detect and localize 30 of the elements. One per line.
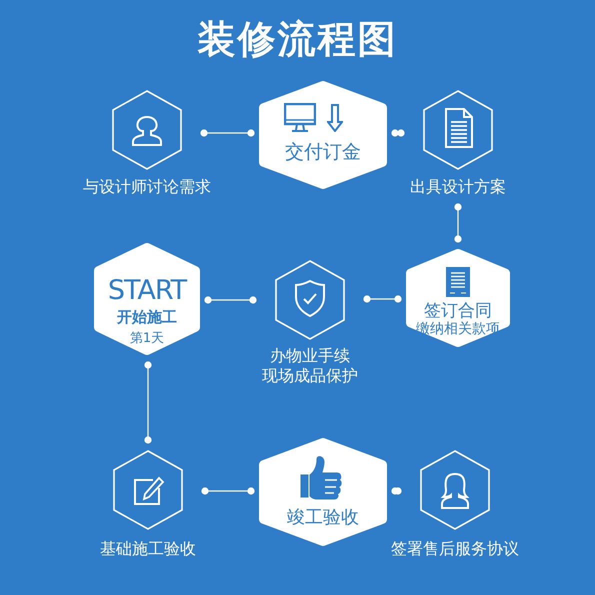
connector-line	[201, 487, 255, 495]
step-label: 签署售后服务协议	[390, 541, 520, 557]
step-label: 签订合同	[423, 302, 493, 320]
step-hexagon	[406, 249, 510, 347]
step-label: 出具设计方案	[409, 179, 507, 195]
step-label: START	[106, 276, 188, 304]
step-node	[82, 90, 212, 197]
connector-line	[144, 361, 152, 444]
step-hexagon	[94, 243, 200, 355]
connector-line	[454, 203, 462, 243]
step-label: 交付订金	[284, 142, 362, 162]
step-label: 基础施工验收	[99, 541, 197, 557]
step-hexagon	[259, 81, 387, 189]
step-node	[390, 450, 520, 559]
step-subtitle: 现场成品保护	[261, 368, 359, 384]
step-node	[261, 260, 359, 386]
step-subtitle: 开始施工	[116, 310, 178, 324]
step-label: 与设计师讨论需求	[82, 179, 212, 195]
step-label: 办物业手续	[268, 348, 351, 364]
connector-line	[391, 487, 402, 495]
connector-line	[363, 295, 402, 303]
title: 装修流程图	[196, 20, 398, 58]
step-hexagon	[259, 438, 387, 546]
connector-line	[204, 296, 257, 304]
step-note: 第1天	[128, 332, 166, 344]
step-label: 竣工验收	[286, 509, 360, 527]
step-node	[409, 90, 507, 197]
connector-line	[391, 129, 405, 137]
step-node	[99, 450, 197, 559]
connector-line	[200, 129, 255, 137]
